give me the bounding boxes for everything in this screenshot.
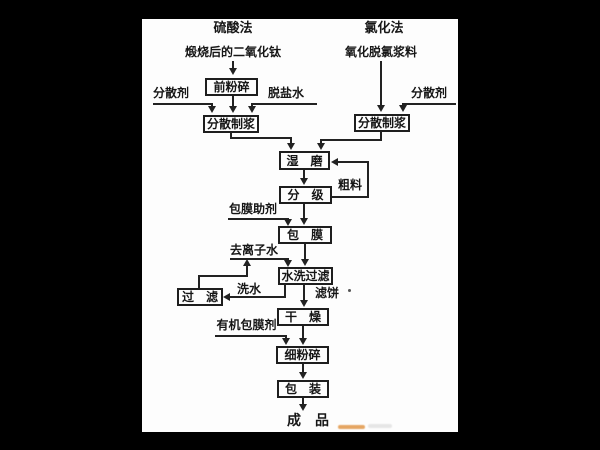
- arrowhead: [243, 259, 251, 266]
- connector-line: [302, 398, 304, 406]
- box-dry: 干 燥: [277, 308, 329, 326]
- connector-line: [303, 284, 305, 302]
- connector-line: [215, 335, 287, 337]
- box-pack: 包 装: [277, 380, 329, 398]
- label-dispersant-left: 分散剂: [152, 86, 189, 100]
- box-pre-crush: 前粉碎: [205, 78, 258, 96]
- box-wash-filter: 水洗过滤: [278, 267, 333, 285]
- arrowhead: [377, 105, 385, 112]
- box-wet-mill: 湿 磨: [279, 151, 330, 170]
- connector-line: [302, 364, 304, 374]
- arrowhead: [287, 143, 295, 150]
- label-coarse-material: 粗料: [337, 178, 362, 192]
- arrowhead: [300, 178, 308, 185]
- connector-line: [228, 218, 289, 220]
- connector-line: [284, 284, 286, 298]
- connector-line: [246, 266, 248, 276]
- box-dispersion-slurry-left: 分散制浆: [203, 115, 259, 133]
- label-organic-coating-agent: 有机包膜剂: [216, 318, 277, 332]
- box-classify: 分 级: [279, 186, 332, 204]
- connector-line: [198, 275, 200, 288]
- connector-line: [302, 326, 304, 340]
- arrowhead: [223, 293, 230, 301]
- connector-line: [380, 131, 382, 141]
- connector-line: [304, 244, 306, 261]
- arrowhead: [317, 143, 325, 150]
- connector-line: [303, 204, 305, 220]
- connector-line: [290, 137, 292, 145]
- connector-line: [337, 161, 369, 163]
- label-final-product: 成 品: [287, 413, 329, 429]
- box-fine-crush: 细粉碎: [276, 346, 329, 364]
- arrowhead: [331, 158, 338, 166]
- connector-line: [198, 275, 248, 277]
- arrowhead: [300, 300, 308, 307]
- label-filter-cake: 滤饼: [314, 286, 339, 300]
- source-dechlorinated-slurry: 氧化脱氯浆料: [344, 45, 417, 59]
- arrowhead: [299, 338, 307, 345]
- arrowhead: [284, 260, 292, 267]
- arrowhead: [284, 219, 292, 226]
- box-dispersion-slurry-right: 分散制浆: [354, 114, 410, 132]
- connector-line: [211, 103, 213, 108]
- connector-line: [251, 103, 253, 108]
- connector-line: [230, 132, 232, 139]
- connector-line: [153, 103, 213, 105]
- connector-line: [303, 170, 305, 180]
- label-dispersant-right: 分散剂: [410, 86, 447, 100]
- gray-smudge: [368, 424, 392, 428]
- connector-line: [228, 296, 286, 298]
- connector-line: [320, 139, 322, 145]
- arrowhead: [248, 106, 256, 113]
- label-deionized-water: 去离子水: [229, 243, 278, 257]
- title-chloride-process: 氯化法: [364, 21, 404, 36]
- label-desalted-water: 脱盐水: [267, 86, 304, 100]
- arrowhead: [300, 218, 308, 225]
- box-filter: 过 滤: [177, 288, 223, 306]
- connector-line: [367, 161, 369, 198]
- connector-line: [402, 103, 456, 105]
- source-calcined-tio2: 煅烧后的二氧化钛: [185, 45, 282, 59]
- arrowhead: [299, 372, 307, 379]
- connector-line: [320, 139, 382, 141]
- arrowhead: [399, 105, 407, 112]
- arrowhead: [282, 338, 290, 345]
- paper-speck: [348, 289, 351, 292]
- label-wash-water: 洗水: [236, 282, 261, 296]
- connector-line: [332, 196, 369, 198]
- label-coating-aid: 包膜助剂: [228, 202, 277, 216]
- connector-line: [251, 103, 317, 105]
- connector-line: [232, 61, 234, 73]
- connector-line: [232, 96, 234, 108]
- arrowhead: [299, 404, 307, 411]
- arrowhead: [301, 259, 309, 266]
- arrowhead: [208, 106, 216, 113]
- orange-smudge: [338, 425, 365, 429]
- arrowhead: [229, 68, 237, 75]
- title-sulfate-process: 硫酸法: [213, 21, 253, 36]
- connector-line: [285, 335, 287, 340]
- connector-line: [380, 61, 382, 106]
- arrowhead: [229, 106, 237, 113]
- box-coat: 包 膜: [278, 226, 332, 244]
- connector-line: [230, 258, 289, 260]
- connector-line: [230, 137, 292, 139]
